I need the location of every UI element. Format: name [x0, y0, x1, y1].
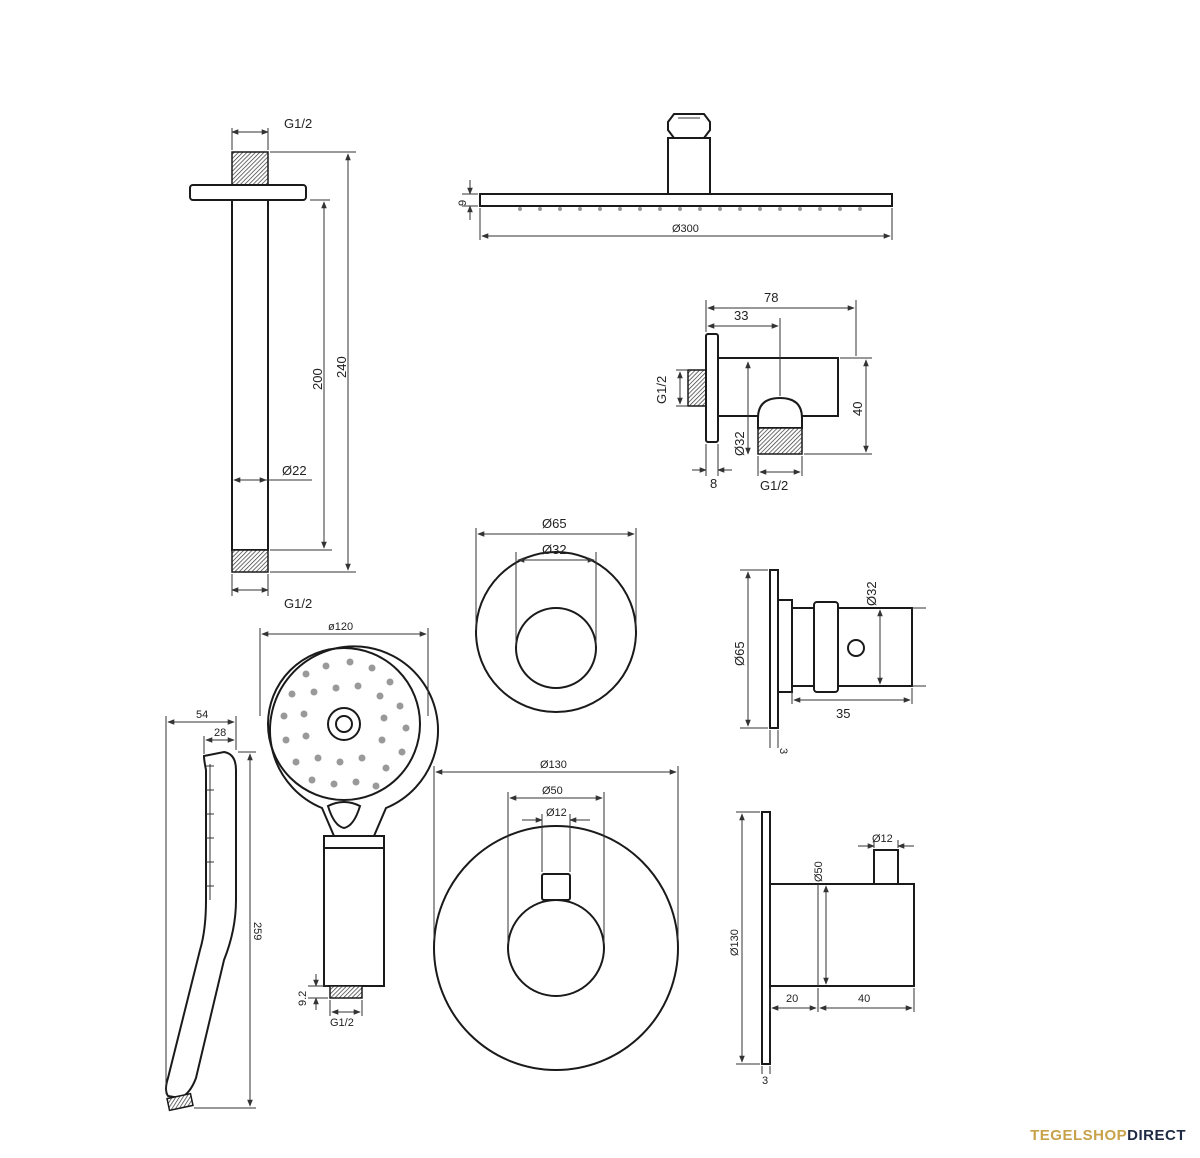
outlet-flange-label: 8: [710, 476, 717, 491]
arm-length-total-label: 240: [334, 356, 349, 378]
stop-front-inner-label: Ø32: [542, 542, 567, 557]
thermo-side-height-label: Ø130: [729, 929, 741, 956]
ceiling-arm-drawing: G1/2 240 200 Ø22 G1/2: [189, 116, 356, 611]
wall-outlet-drawing: 78 33 G1/2 40 Ø32 8 G1/2: [654, 290, 872, 493]
hand-depth-total-label: 54: [196, 709, 208, 721]
rain-head-height-label: 9: [457, 200, 469, 206]
brand-part-2: DIRECT: [1127, 1127, 1186, 1144]
brand-part-1: TEGELSHOP: [1030, 1127, 1128, 1144]
thermostat-front-drawing: Ø130 Ø50 Ø12: [433, 759, 679, 1071]
outlet-height-label: 40: [850, 402, 865, 416]
outlet-diameter-label: Ø32: [732, 431, 747, 456]
hand-thread-label: G1/2: [330, 1017, 354, 1029]
stop-side-length-label: 35: [836, 706, 850, 721]
arm-diameter-label: Ø22: [282, 463, 307, 478]
thermo-front-outer-label: Ø130: [540, 759, 567, 771]
outlet-thread-in-label: G1/2: [654, 376, 669, 404]
hand-length-label: 259: [251, 922, 263, 940]
hand-head-diameter-label: ø120: [328, 621, 353, 633]
stop-side-height-label: Ø65: [732, 641, 747, 666]
stop-front-outer-label: Ø65: [542, 516, 567, 531]
rain-head-diameter-label: Ø300: [672, 223, 699, 235]
arm-thread-top-label: G1/2: [284, 116, 312, 131]
outlet-depth-total-label: 78: [764, 290, 778, 305]
hand-shower-nozzles: [280, 658, 410, 790]
arm-thread-bottom-label: G1/2: [284, 596, 312, 611]
thermo-front-pin-label: Ø12: [546, 807, 567, 819]
arm-length-label: 200: [310, 368, 325, 390]
thermo-side-pin-label: Ø12: [872, 833, 893, 845]
thermostat-side-drawing: Ø130 Ø50 Ø12 20 40 3: [729, 811, 915, 1087]
hand-shower-front-drawing: ø120 9.2 G1/2: [259, 621, 439, 1029]
stop-side-plate-label: 3: [777, 748, 789, 754]
thermo-front-rosette-label: Ø50: [542, 785, 563, 797]
hand-thread-length-label: 9.2: [297, 991, 309, 1006]
rain-head-nozzles: [518, 207, 862, 211]
thermo-side-depth-b-label: 40: [858, 993, 870, 1005]
thermo-side-depth-a-label: 20: [786, 993, 798, 1005]
stop-valve-front-drawing: Ø65 Ø32: [475, 516, 637, 713]
outlet-depth-center-label: 33: [734, 308, 748, 323]
hand-depth-head-label: 28: [214, 727, 226, 739]
stop-valve-side-drawing: Ø65 Ø32 35 3: [732, 569, 926, 754]
brand-logo: TEGELSHOPDIRECT: [1030, 1127, 1186, 1144]
rain-head-drawing: 9 Ø300: [457, 113, 893, 240]
outlet-thread-out-label: G1/2: [760, 478, 788, 493]
hand-shower-side-drawing: 54 28 259: [165, 709, 263, 1112]
thermo-side-plate-label: 3: [762, 1075, 768, 1087]
thermo-side-body-label: Ø50: [813, 861, 825, 882]
stop-side-knob-label: Ø32: [864, 581, 879, 606]
